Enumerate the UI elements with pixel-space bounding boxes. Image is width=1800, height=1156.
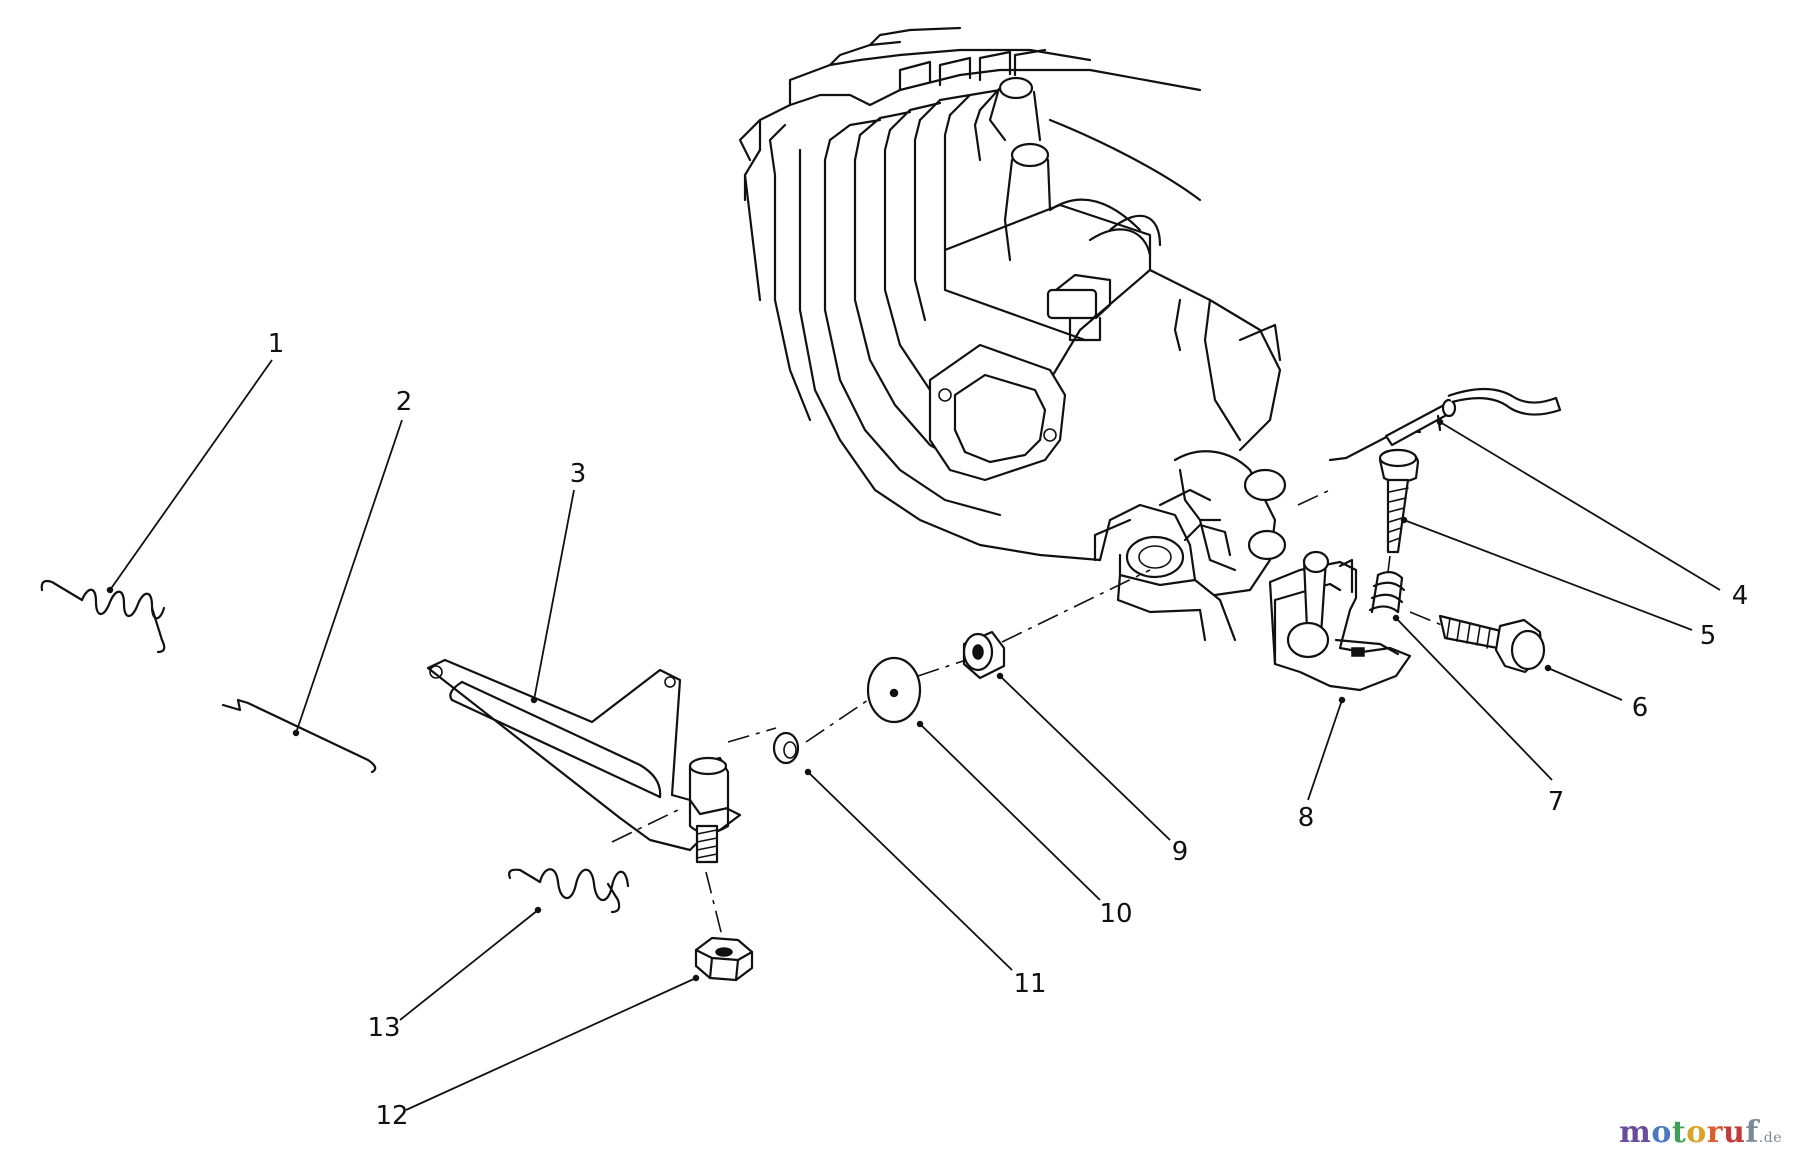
callout-4: 4	[1732, 581, 1749, 611]
part-6-bolt	[1438, 614, 1552, 674]
callout-8: 8	[1298, 803, 1315, 833]
part-10-washer	[866, 656, 924, 728]
part-3-lever-arm	[426, 658, 742, 864]
part-1-spring	[40, 579, 166, 654]
part-8-bracket	[1268, 550, 1412, 704]
engine-block	[738, 26, 1287, 642]
callout-12: 12	[375, 1101, 408, 1131]
part-5-screw	[1378, 448, 1420, 554]
part-2-rod	[221, 698, 377, 774]
part-9-bushing	[962, 630, 1006, 680]
part-13-large-spring	[508, 868, 630, 914]
callout-13: 13	[367, 1013, 400, 1043]
leader-lines	[109, 359, 1721, 1111]
assembly-center-lines	[611, 489, 1445, 937]
callout-3: 3	[570, 459, 587, 489]
callout-5: 5	[1700, 621, 1717, 651]
callout-9: 9	[1172, 837, 1189, 867]
part-4-link-rod	[1328, 387, 1562, 462]
part-11-small-washer	[772, 731, 812, 776]
callout-11: 11	[1013, 969, 1046, 999]
callout-10: 10	[1099, 899, 1132, 929]
callout-1: 1	[268, 329, 285, 359]
part-7-small-spring	[1368, 571, 1406, 622]
motoruf-watermark-logo: motoruf.de	[1619, 1115, 1782, 1150]
callout-labels: 1 2 3 4 5 6 7 8 9 10 11 12 13	[268, 329, 1749, 1131]
callout-7: 7	[1548, 787, 1565, 817]
callout-2: 2	[396, 387, 413, 417]
part-12-nut	[692, 936, 754, 982]
callout-6: 6	[1632, 693, 1649, 723]
